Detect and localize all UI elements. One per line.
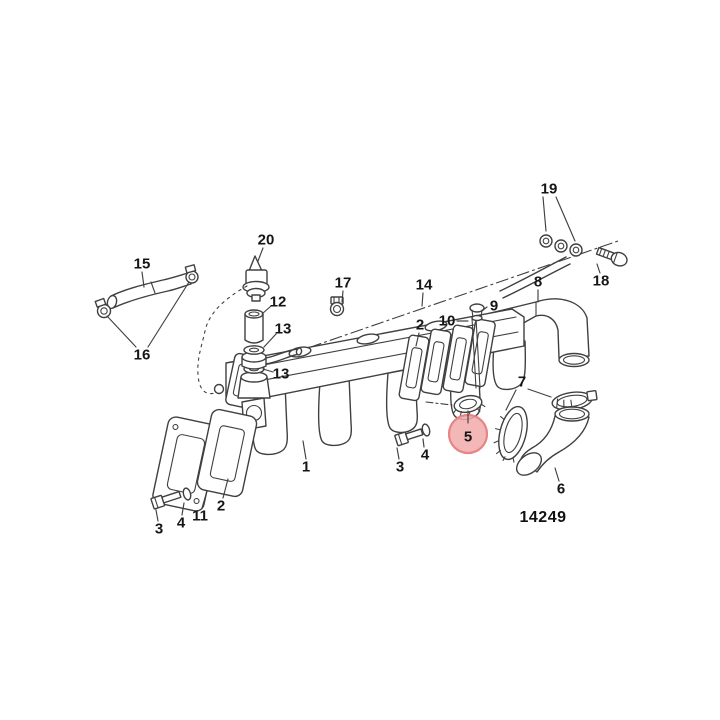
- stud-10: [471, 317, 481, 389]
- leader-line: [257, 247, 264, 262]
- bolt-3-right-icon: [394, 428, 424, 447]
- nut-19c-icon: [569, 243, 583, 257]
- callout-label-9[interactable]: 9: [490, 298, 498, 315]
- part-number-label: 14249: [520, 509, 567, 526]
- leader-line: [421, 292, 424, 307]
- leader-line: [261, 305, 272, 315]
- callout-label-8[interactable]: 8: [534, 274, 542, 291]
- nut-19a-icon: [539, 234, 553, 248]
- leader-line: [147, 281, 190, 348]
- callout-label-12[interactable]: 12: [270, 294, 287, 311]
- hose-15: [106, 272, 192, 310]
- callout-label-1[interactable]: 1: [302, 459, 310, 476]
- seal-ring-5: [453, 394, 486, 417]
- leader-line: [396, 447, 400, 460]
- seal-ring-7: [493, 405, 528, 463]
- callout-label-4[interactable]: 4: [177, 515, 186, 532]
- hose-clamp-16-right-icon: [184, 264, 199, 284]
- callout-label-13[interactable]: 13: [273, 366, 290, 383]
- callout-label-2[interactable]: 2: [217, 498, 225, 515]
- bolt-18-icon: [595, 246, 628, 267]
- leader-line: [302, 440, 307, 460]
- plate-stack-2: [398, 328, 452, 402]
- leader-line: [554, 467, 560, 482]
- callout-label-14[interactable]: 14: [416, 277, 433, 294]
- hose-clamp-16-left-icon: [94, 297, 112, 319]
- callout-label-10[interactable]: 10: [439, 313, 456, 330]
- nut-19b-icon: [554, 239, 568, 253]
- fitting-12: [244, 309, 264, 344]
- callout-label-3[interactable]: 3: [396, 459, 404, 476]
- leader-line: [262, 368, 274, 373]
- plug-20: [242, 255, 270, 302]
- plate-stack-10: [442, 303, 496, 394]
- leader-line: [422, 438, 425, 448]
- washer-4-left-icon: [182, 487, 192, 501]
- callout-label-6[interactable]: 6: [557, 481, 565, 498]
- highlighted-callout-label[interactable]: 5: [464, 429, 472, 446]
- callout-label-19[interactable]: 19: [541, 181, 558, 198]
- leader-line: [482, 306, 488, 311]
- callout-label-3[interactable]: 3: [155, 521, 163, 538]
- leader-line: [201, 490, 208, 509]
- leader-line: [222, 478, 229, 499]
- callout-label-4[interactable]: 4: [421, 447, 430, 464]
- callout-label-2[interactable]: 2: [416, 317, 424, 334]
- tee-fitting: [241, 347, 303, 370]
- hose-clamp-17-icon: [329, 296, 345, 317]
- leader-line: [596, 263, 601, 274]
- callout-label-15[interactable]: 15: [134, 256, 151, 273]
- callout-label-11[interactable]: 11: [192, 508, 208, 525]
- axis-line: [425, 401, 453, 406]
- leader-line: [542, 196, 547, 232]
- callout-label-7[interactable]: 7: [518, 374, 526, 391]
- leader-line: [155, 509, 159, 522]
- leader-line: [555, 196, 576, 242]
- callout-label-20[interactable]: 20: [258, 232, 275, 249]
- leader-line: [106, 315, 137, 348]
- leader-line: [505, 389, 517, 411]
- callout-label-17[interactable]: 17: [335, 275, 352, 292]
- leader-line: [263, 333, 277, 348]
- leader-line: [341, 290, 344, 303]
- riser-boss: [237, 371, 271, 399]
- leader-line: [181, 502, 185, 516]
- leader-line: [141, 271, 145, 288]
- washer-13-upper-icon: [243, 345, 265, 355]
- leader-line: [415, 332, 420, 347]
- hose-19-assembly: [499, 234, 628, 299]
- callout-label-13[interactable]: 13: [275, 321, 292, 338]
- elbow-6: [515, 406, 590, 476]
- washer-4-right-icon: [421, 423, 431, 437]
- bolt-3-left-icon: [150, 490, 182, 510]
- cap-9-icon: [469, 303, 485, 322]
- callout-label-16[interactable]: 16: [134, 347, 151, 364]
- gasket-2-left: [196, 408, 258, 498]
- leader-line: [527, 388, 552, 398]
- dashed-hose-route: [197, 285, 248, 395]
- callout-label-18[interactable]: 18: [593, 273, 610, 290]
